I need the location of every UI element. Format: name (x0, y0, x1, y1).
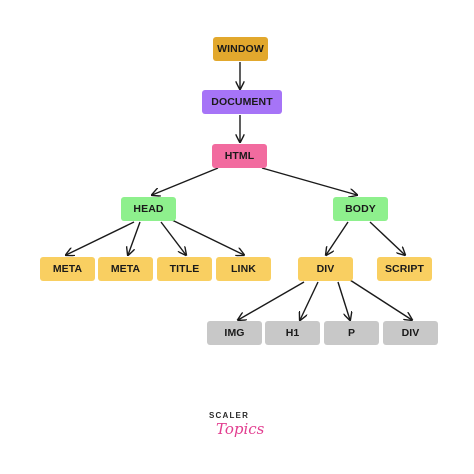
edge-head-link (171, 219, 244, 255)
edge-div-div2 (349, 279, 412, 320)
logo-top-text: SCALER (208, 411, 250, 420)
edge-head-title (160, 221, 186, 255)
edge-head-meta1 (66, 221, 135, 255)
edge-html-body (261, 167, 357, 195)
node-label: DIV (316, 263, 335, 275)
node-label: HEAD (133, 203, 164, 215)
edge-div-p (337, 281, 350, 320)
node-head: HEAD (121, 197, 176, 221)
node-label: IMG (224, 327, 245, 339)
edge-html-head (152, 167, 219, 195)
logo-bottom-text: Topics (216, 420, 265, 438)
node-meta1: META (40, 257, 95, 281)
node-document: DOCUMENT (202, 90, 282, 114)
node-title: TITLE (157, 257, 212, 281)
node-label: META (110, 263, 141, 275)
node-label: META (52, 263, 83, 275)
node-label: BODY (345, 203, 376, 215)
node-script: SCRIPT (377, 257, 432, 281)
edge-head-meta2 (128, 221, 141, 255)
edge-body-script (369, 221, 405, 255)
node-img: IMG (207, 321, 262, 345)
node-label: DIV (401, 327, 420, 339)
node-label: WINDOW (217, 43, 264, 55)
node-div2: DIV (383, 321, 438, 345)
node-label: TITLE (169, 263, 200, 275)
node-label: H1 (285, 327, 300, 339)
node-body: BODY (333, 197, 388, 221)
node-p: P (324, 321, 379, 345)
node-meta2: META (98, 257, 153, 281)
node-label: SCRIPT (384, 263, 425, 275)
edge-body-div (326, 221, 349, 255)
node-label: HTML (224, 150, 255, 162)
edge-div-h1 (300, 281, 319, 320)
edge-div-img (238, 281, 305, 320)
node-window: WINDOW (213, 37, 268, 61)
node-div: DIV (298, 257, 353, 281)
node-link: LINK (216, 257, 271, 281)
node-h1: H1 (265, 321, 320, 345)
node-label: LINK (231, 263, 256, 275)
scaler-topics-logo: SCALER Topics (199, 411, 275, 451)
node-label: P (347, 327, 356, 339)
node-label: DOCUMENT (211, 96, 273, 108)
node-html: HTML (212, 144, 267, 168)
